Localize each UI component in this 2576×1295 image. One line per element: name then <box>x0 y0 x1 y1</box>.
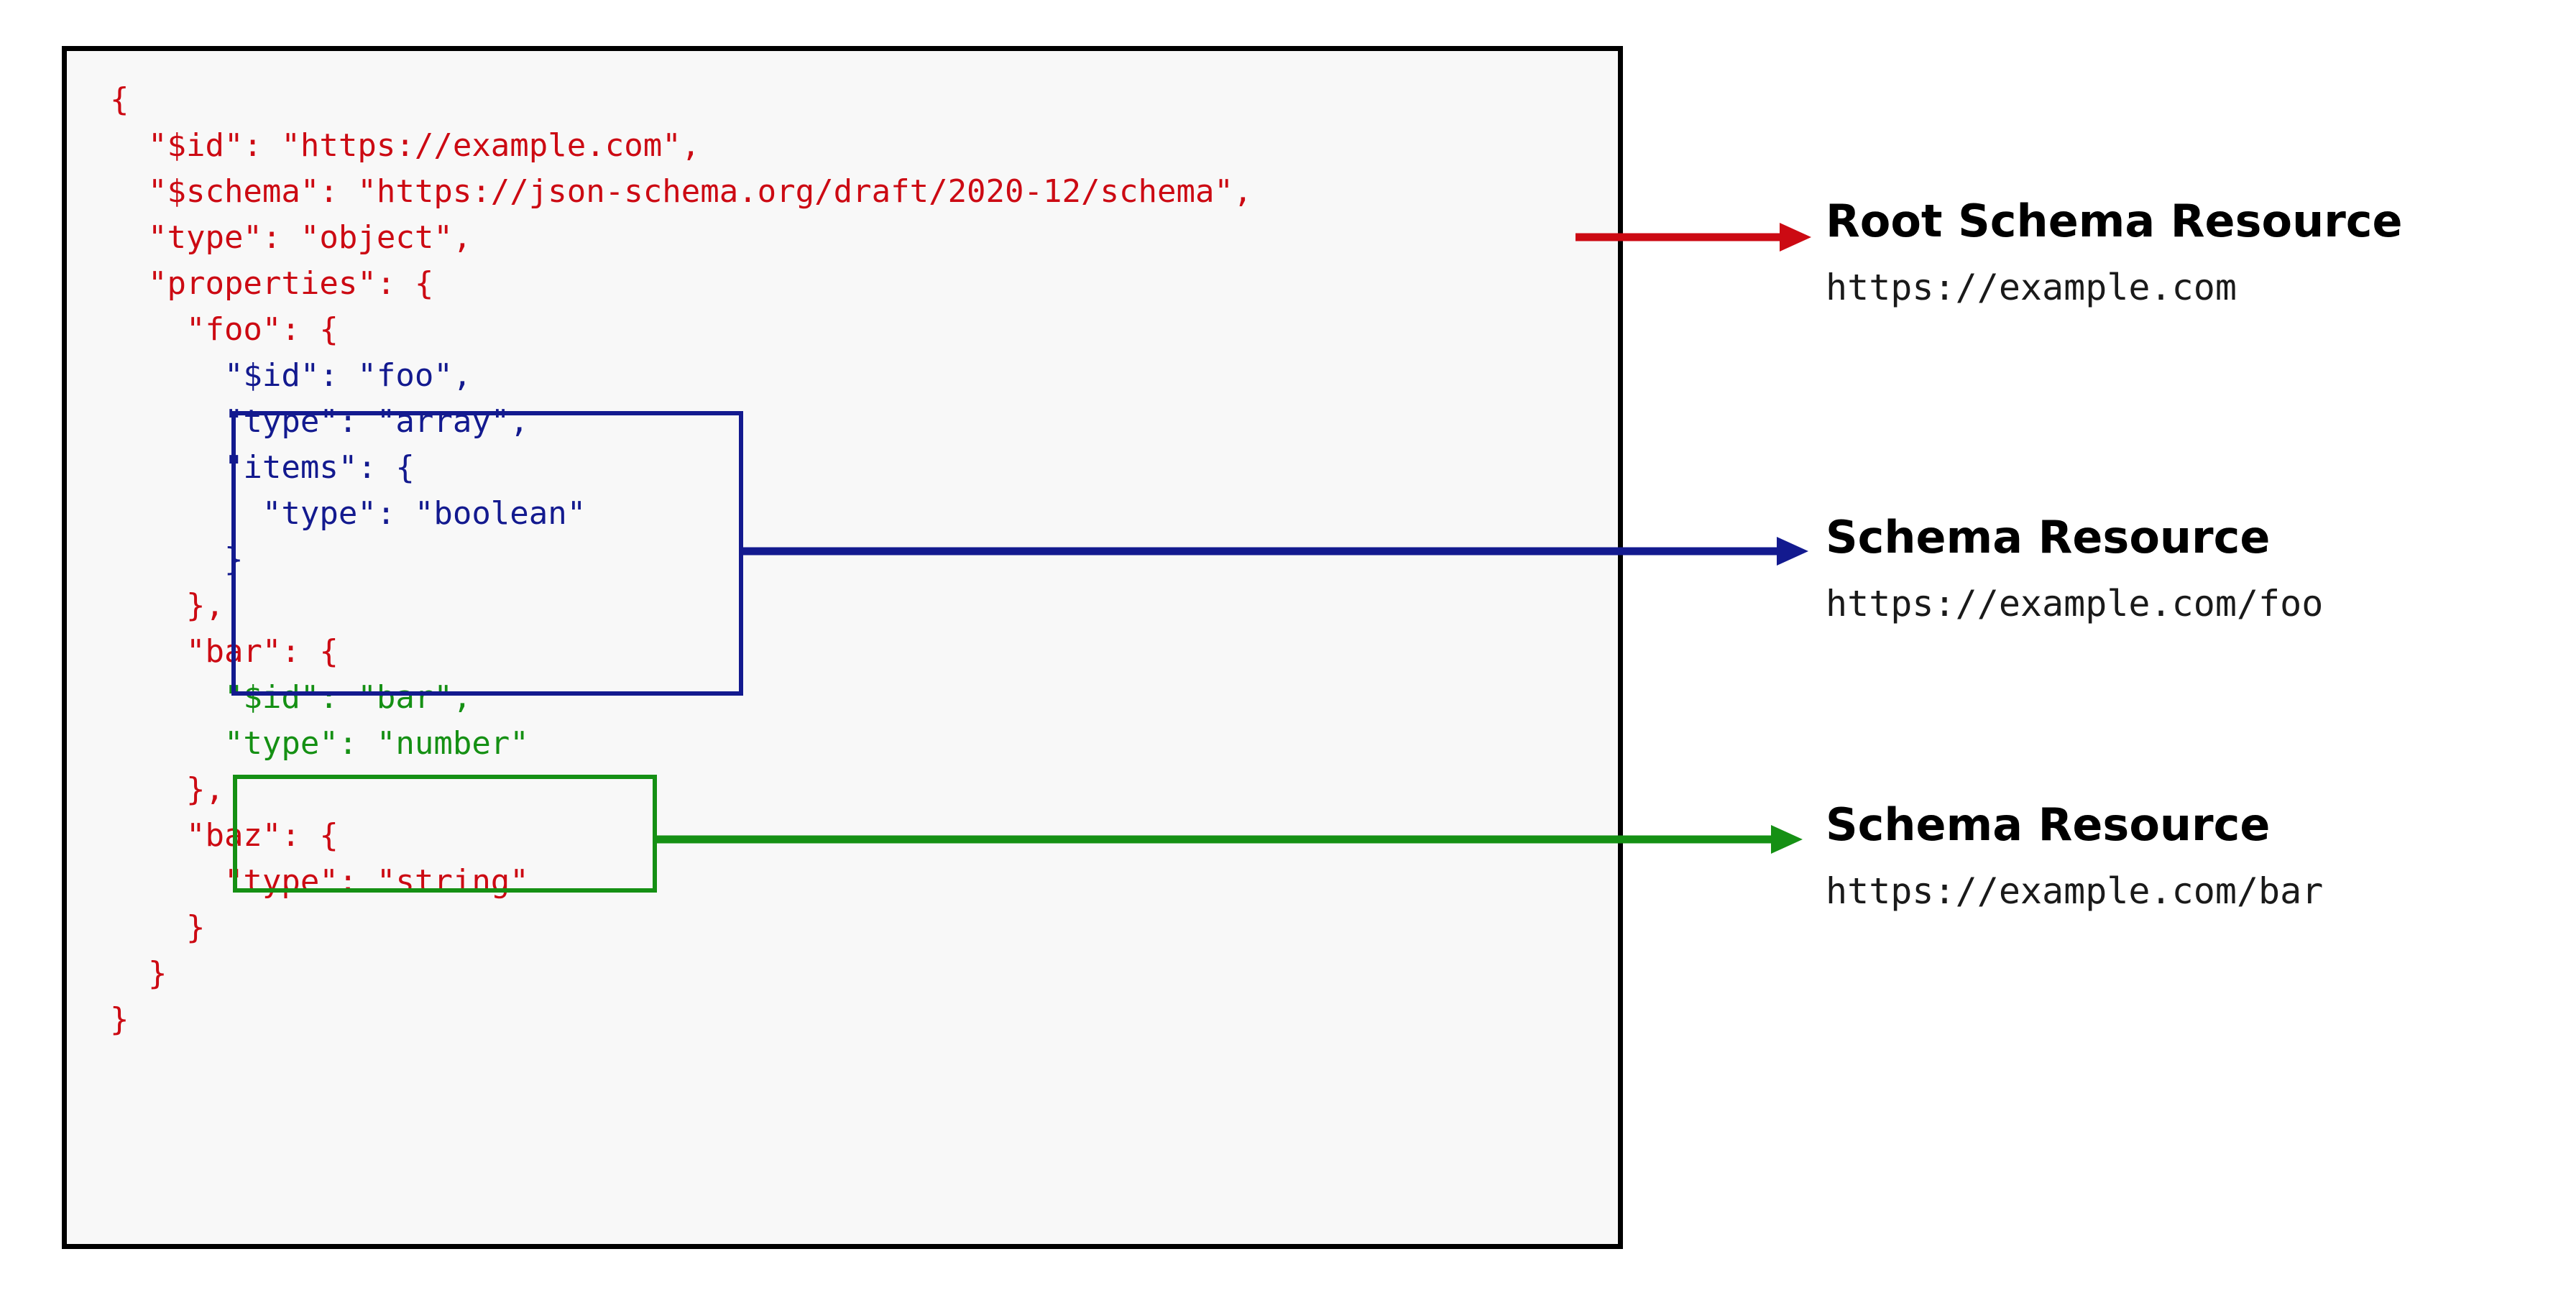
foo-schema-title: Schema Resource <box>1826 511 2271 563</box>
foo-schema-label-group: Schema Resource https://example.com/foo <box>1826 512 2323 625</box>
bar-schema-label-group: Schema Resource https://example.com/bar <box>1826 799 2323 913</box>
code-line: "type": "string" <box>110 863 529 900</box>
code-line: "type": "number" <box>110 725 529 762</box>
code-line: }, <box>110 587 224 624</box>
root-schema-uri: https://example.com <box>1826 267 2237 308</box>
code-line: "$id": "https://example.com", <box>110 127 701 164</box>
root-schema-title: Root Schema Resource <box>1826 195 2403 247</box>
json-code-block: { "$id": "https://example.com", "$schema… <box>110 77 1252 1043</box>
root-schema-label-group: Root Schema Resource https://example.com <box>1826 195 2403 309</box>
code-line: "items": { <box>110 449 415 486</box>
bar-schema-title: Schema Resource <box>1826 798 2271 851</box>
code-line: "baz": { <box>110 817 339 854</box>
bar-schema-uri: https://example.com/bar <box>1826 870 2324 912</box>
code-line: } <box>110 1001 129 1038</box>
json-code-panel: { "$id": "https://example.com", "$schema… <box>62 46 1623 1249</box>
foo-schema-uri: https://example.com/foo <box>1826 583 2324 625</box>
code-line: "$id": "foo", <box>110 357 472 394</box>
code-line: "bar": { <box>110 633 339 670</box>
code-line: } <box>110 909 206 946</box>
code-line: "$schema": "https://json-schema.org/draf… <box>110 173 1253 210</box>
root-schema-arrow <box>1576 223 1811 252</box>
code-line: "type": "object", <box>110 219 472 256</box>
code-line: { <box>110 81 129 118</box>
code-line: "properties": { <box>110 265 434 302</box>
foo-schema-arrow <box>739 537 1808 566</box>
bar-schema-arrow <box>654 825 1803 854</box>
code-line: "type": "array", <box>110 403 529 440</box>
code-line: } <box>110 955 167 992</box>
code-line: "type": "boolean" <box>110 495 586 532</box>
code-line: "foo": { <box>110 311 339 348</box>
code-line: }, <box>110 771 224 808</box>
code-line: "$id": "bar", <box>110 679 472 716</box>
